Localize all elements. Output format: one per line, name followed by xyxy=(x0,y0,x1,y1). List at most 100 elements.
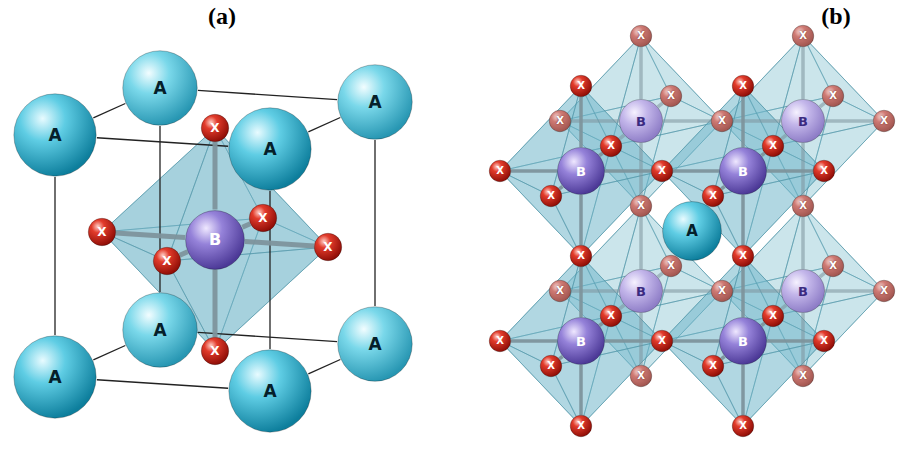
panel-label-box: (a) xyxy=(208,3,236,29)
sphere-fill xyxy=(660,255,682,277)
atom-label: X xyxy=(577,421,585,431)
x-site-atom: X xyxy=(249,204,277,232)
b-site-atom: B xyxy=(781,269,825,313)
x-site-atom: X xyxy=(651,330,673,352)
unit-cell-edge xyxy=(308,360,340,374)
atom-label: X xyxy=(799,31,807,41)
sphere-fill xyxy=(781,269,824,312)
atom-label: X xyxy=(637,201,645,211)
atom-label: X xyxy=(210,345,219,357)
x-site-atom: X xyxy=(822,255,844,277)
x-site-atom: X xyxy=(570,75,592,97)
x-site-atom: X xyxy=(792,25,814,47)
sphere-fill xyxy=(229,108,311,190)
sphere-fill xyxy=(540,355,562,377)
sphere-fill xyxy=(540,185,562,207)
x-site-atom: X xyxy=(549,110,571,132)
atom-label: A xyxy=(368,94,381,111)
atom-label: X xyxy=(607,311,615,321)
sphere-fill xyxy=(651,330,673,352)
atom-label: X xyxy=(658,336,666,346)
b-site-atom: B xyxy=(619,99,663,143)
bond-stick xyxy=(579,195,583,245)
atom-label: A xyxy=(368,336,381,353)
atom-label: X xyxy=(820,336,828,346)
x-site-atom: X xyxy=(762,135,784,157)
x-site-atom: X xyxy=(813,160,835,182)
atom-label: B xyxy=(798,285,808,298)
a-site-atom: A xyxy=(122,50,198,126)
panel-label: (a) xyxy=(208,3,236,29)
x-site-atom: X xyxy=(792,195,814,217)
sphere-fill xyxy=(201,337,228,364)
atom-label: X xyxy=(496,166,504,176)
x-site-atom: X xyxy=(630,195,652,217)
atom-label: B xyxy=(576,165,586,178)
x-site-atom: X xyxy=(201,114,229,142)
atom-label: X xyxy=(829,261,837,271)
sphere-fill xyxy=(88,218,115,245)
sphere-fill xyxy=(719,317,766,364)
sphere-fill xyxy=(630,365,652,387)
bond-stick xyxy=(733,289,781,293)
atom-label: B xyxy=(798,115,808,128)
x-site-atom: X xyxy=(651,160,673,182)
bond-stick xyxy=(673,169,719,173)
bond-stick xyxy=(801,143,805,195)
x-site-atom: X xyxy=(660,255,682,277)
x-site-atom: X xyxy=(549,280,571,302)
sphere-fill xyxy=(338,65,412,139)
x-site-atom: X xyxy=(702,355,724,377)
bond-stick xyxy=(767,169,813,173)
sphere-fill xyxy=(14,336,96,418)
bond-stick xyxy=(741,97,745,147)
a-site-atom: A xyxy=(337,64,413,140)
bond-stick xyxy=(825,289,873,293)
x-site-atom: X xyxy=(873,110,895,132)
bond-stick xyxy=(579,267,583,317)
unit-cell-edge xyxy=(198,90,337,99)
panel-label: (b) xyxy=(821,3,850,29)
bond-stick xyxy=(663,119,711,123)
atom-label: X xyxy=(799,201,807,211)
atom-label: A xyxy=(48,127,61,144)
atom-label: A xyxy=(48,369,61,386)
bond-stick xyxy=(579,97,583,147)
atom-label: X xyxy=(709,191,717,201)
x-site-atom: X xyxy=(540,185,562,207)
sphere-fill xyxy=(557,317,604,364)
atom-label: X xyxy=(769,311,777,321)
bond-stick xyxy=(579,365,583,415)
bond-stick xyxy=(639,47,643,99)
sphere-fill xyxy=(489,330,511,352)
b-site-atom: B xyxy=(557,147,605,195)
x-site-atom: X xyxy=(489,160,511,182)
bond-stick xyxy=(245,241,314,246)
x-site-atom: X xyxy=(600,305,622,327)
atom-label: X xyxy=(258,212,267,224)
atom-label: X xyxy=(667,261,675,271)
bond-stick xyxy=(741,195,745,245)
sphere-fill xyxy=(813,160,835,182)
atom-label: B xyxy=(636,115,646,128)
atom-label: X xyxy=(739,421,747,431)
atom-label: X xyxy=(880,286,888,296)
bond-stick xyxy=(741,365,745,415)
sphere-fill xyxy=(557,147,604,194)
atom-label: X xyxy=(607,141,615,151)
x-site-atom: X xyxy=(600,135,622,157)
sphere-fill xyxy=(762,305,784,327)
sphere-fill xyxy=(314,233,341,260)
sphere-fill xyxy=(570,245,592,267)
bond-stick xyxy=(639,143,643,195)
sphere-fill xyxy=(153,247,180,274)
bond-stick xyxy=(571,119,619,123)
x-site-atom: X xyxy=(540,355,562,377)
sphere-fill xyxy=(570,75,592,97)
sphere-fill xyxy=(663,202,722,261)
atom-label: X xyxy=(667,91,675,101)
sphere-fill xyxy=(813,330,835,352)
bond-stick xyxy=(801,313,805,365)
x-site-atom: X xyxy=(570,245,592,267)
